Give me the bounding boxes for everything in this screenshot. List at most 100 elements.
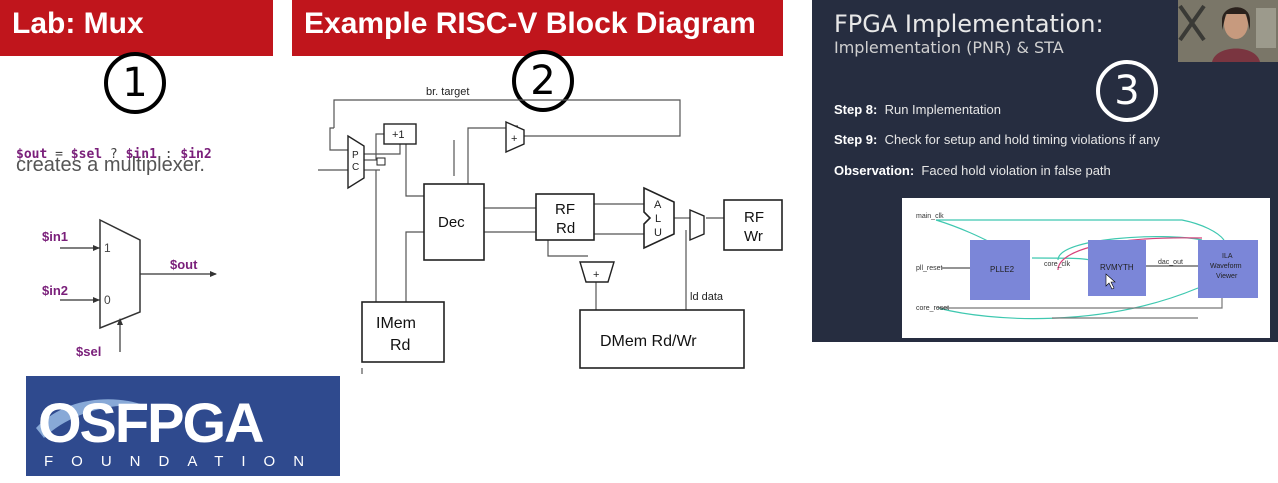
ila-label-1: ILA [1222,253,1233,260]
mux-shape [99,218,141,330]
webcam-thumbnail [1178,0,1278,62]
mux-in2-label: $in2 [42,283,68,298]
logo-word: OSFPGA [38,391,263,454]
code-eq: = [47,147,71,162]
plle2-block [970,240,1030,300]
logo-sub: FOUNDATION [44,453,322,470]
pc-to-plus1 [364,133,384,161]
branch-adder [505,120,525,154]
step-9: Step 9: Check for setup and hold timing … [834,132,1160,147]
wire-core-reset-2 [938,298,1223,309]
step-8: Step 8: Run Implementation [834,102,1001,117]
ila-label-2: Waveform [1210,263,1242,270]
addr-adder-plus: + [593,269,599,281]
panel1-number: 1 [122,60,148,106]
plus1-back [364,144,401,155]
alu-shape [643,186,675,250]
pc-label-p: P [352,150,359,161]
code-in2: $in2 [180,147,212,162]
riscv-block-diagram: br. target P C +1 + Dec RF Rd A L U RF W… [318,86,783,374]
rf-wr-box [723,199,783,251]
panel2-number: 2 [530,58,556,104]
rvmyth-label: RVMYTH [1100,263,1134,272]
pc-label-c: C [352,162,359,173]
mux-out-arrow [210,271,217,277]
addr-adder [579,261,615,283]
plus1-label: +1 [392,129,405,141]
observation-text: Faced hold violation in false path [921,163,1111,178]
code-in1: $in1 [125,147,157,162]
rf-rd-box [535,193,595,241]
step-9-text: Check for setup and hold timing violatio… [884,132,1160,147]
osfpga-logo: OSFPGA FOUNDATION [26,376,340,476]
panel1-title-banner: Lab: Mux [0,0,273,56]
branch-adder-plus: + [511,133,517,145]
rf-wr-label-1: RF [744,209,764,226]
pll-reset-label: pll_reset [916,265,943,272]
pc-down-wire [364,170,377,307]
observation-label: Observation: [834,163,915,178]
mux-sel-label: $sel [76,344,101,359]
panel3-number-badge: 3 [1096,60,1158,122]
code-colon: : [156,147,181,162]
pc-mux [347,134,365,190]
pc-clock-box [376,157,386,166]
dmem-box [579,309,745,369]
osfpga-logo-art: OSFPGA FOUNDATION [36,391,322,470]
panel3-title: FPGA Implementation: [834,10,1104,38]
rvmyth-block [1088,240,1146,296]
alu-label-u: U [654,227,662,239]
core-clk-label: core_clk [1044,261,1071,268]
mux-diagram: $in1 $in2 $out $sel 1 0 [42,218,217,359]
plus1-box [383,123,417,145]
mux-description: creates a multiplexer. [16,154,205,176]
mux-out-label: $out [170,257,198,272]
observation: Observation: Faced hold violation in fal… [834,163,1111,178]
wire-core-clk [1031,257,1091,261]
panel3-subtitle: Implementation (PNR) & STA [834,38,1064,57]
rf-to-adder [547,240,588,257]
dac-out-label: dac_out [1158,259,1183,266]
step-8-text: Run Implementation [884,102,1001,117]
webcam-art [1178,0,1278,62]
imem-label-1: IMem [376,315,416,332]
timing-diagram-art: main_clk pll_reset core_reset PLLE2 core… [916,213,1258,320]
code-q: ? [102,147,126,162]
imem-label-2: Rd [390,337,410,354]
wire-main-clk-ila [936,219,1225,241]
plle2-label: PLLE2 [990,265,1015,274]
imem-up-wire [405,231,424,306]
alu-label-a: A [654,199,662,211]
mux-in1-label: $in1 [42,229,68,244]
code-sel: $sel [70,147,103,162]
imem-box [361,301,445,363]
wb-mux [689,208,705,242]
ila-label-3: Viewer [1216,273,1238,280]
dec-label: Dec [438,214,465,231]
code-out: $out [16,147,48,162]
panel1-number-badge: 1 [104,52,166,114]
mux-code-line: $out = $sel ? $in1 : $in2 [16,132,212,162]
step-9-label: Step 9: [834,132,878,147]
ila-block [1198,240,1258,298]
panel2-title-banner: Example RISC-V Block Diagram [292,0,783,56]
dec-box [423,183,485,261]
rf-rd-label-1: RF [555,201,575,218]
logo-swoosh [36,399,146,438]
dmem-label: DMem Rd/Wr [600,333,697,350]
panel2-number-badge: 2 [512,50,574,112]
cursor-icon [1105,273,1116,290]
mux-in2-arrow [93,297,100,303]
alu-label-l: L [655,213,661,225]
pc-feedback-wire [329,127,348,151]
core-reset-label: core_reset [916,305,949,312]
ld-data-label: ld data [690,291,724,303]
timing-diagram: main_clk pll_reset core_reset PLLE2 core… [902,198,1270,338]
panel1-title: Lab: Mux [12,7,144,40]
main-clk-label: main_clk [916,213,944,220]
panel3-number: 3 [1114,68,1140,114]
mux-sel-arrow [117,318,123,325]
br-target-label: br. target [426,86,469,98]
rf-wr-label-2: Wr [744,228,763,245]
rf-rd-label-2: Rd [556,220,575,237]
